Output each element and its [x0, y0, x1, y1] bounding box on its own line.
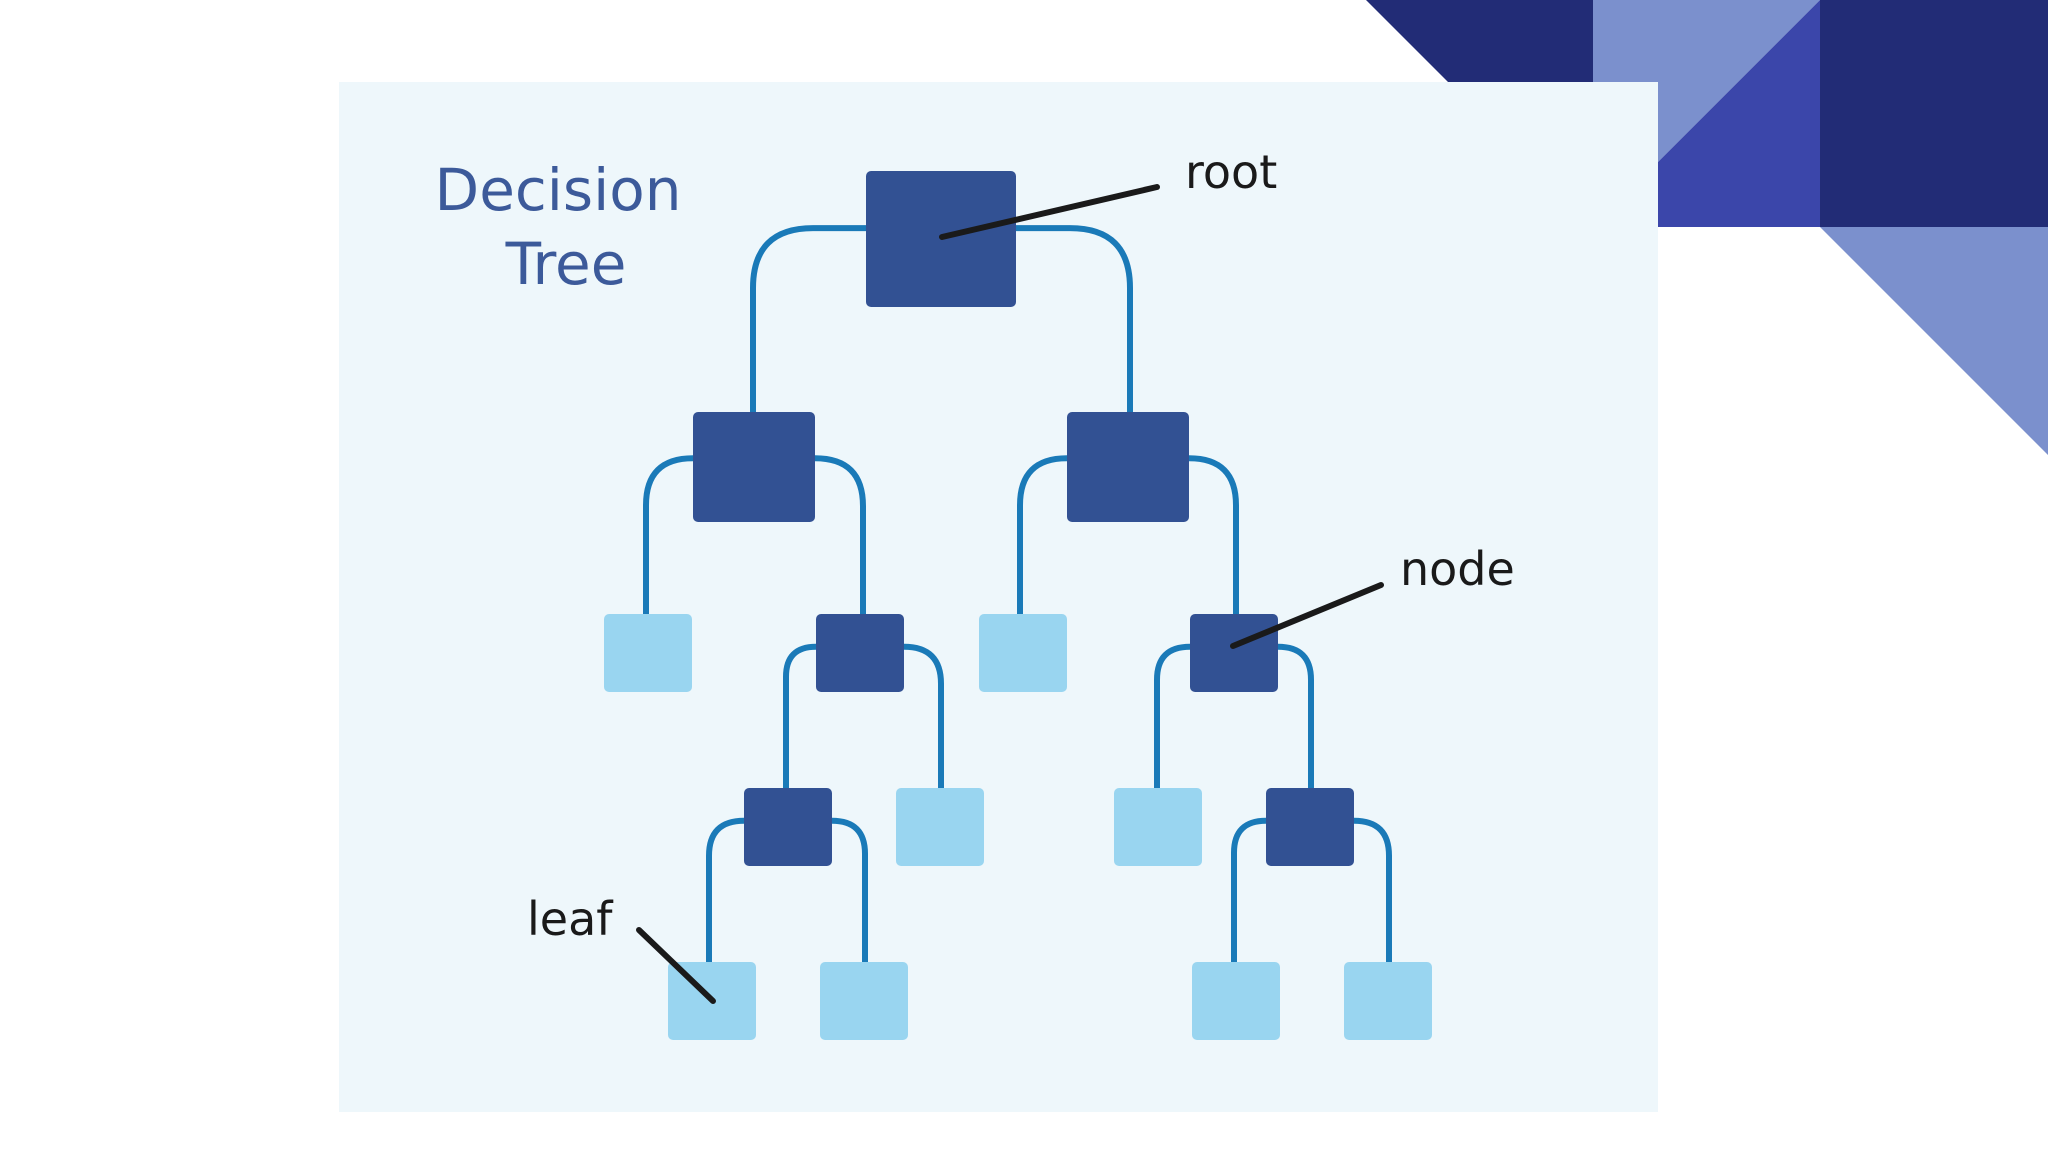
tree-edge	[1188, 455, 1239, 614]
label-pointers	[636, 184, 1384, 1004]
internal-node-n-rrr	[1266, 788, 1354, 866]
internal-node-n-llr	[744, 788, 832, 866]
internal-node-n-left	[693, 412, 815, 522]
tree-edge	[1154, 643, 1191, 788]
diagram-title-line2: Tree	[505, 230, 627, 298]
tree-edge	[706, 817, 745, 962]
node-pointer	[1230, 582, 1384, 649]
corner-shape	[1820, 227, 2048, 455]
leaf-node-leaf-7	[1192, 962, 1280, 1040]
leaf-node-leaf-6	[1114, 788, 1202, 866]
leaf-node-leaf-4	[896, 788, 984, 866]
root-label: root	[1185, 145, 1277, 199]
tree-edge	[1277, 643, 1314, 788]
tree-edge	[1016, 225, 1133, 412]
tree-edge	[1017, 455, 1068, 614]
tree-edge	[831, 817, 868, 962]
tree-edge	[814, 455, 866, 614]
tree-edge	[1231, 817, 1267, 962]
leaf-node-leaf-8	[1344, 962, 1432, 1040]
corner-shape	[1820, 0, 2048, 227]
leaf-label: leaf	[527, 892, 614, 946]
node-label: node	[1400, 542, 1515, 596]
leaf-pointer	[636, 927, 716, 1004]
tree-edge	[750, 225, 866, 412]
leaf-node-leaf-1	[604, 614, 692, 692]
tree-edge	[643, 455, 694, 614]
internal-node-n-right-right	[1190, 614, 1278, 692]
root-pointer	[939, 184, 1160, 240]
tree-edge	[1353, 817, 1392, 962]
internal-node-n-left-right	[816, 614, 904, 692]
diagram-title-line1: Decision	[435, 156, 682, 224]
tree-connectors	[643, 225, 1392, 962]
leaf-node-leaf-5	[820, 962, 908, 1040]
tree-edge	[783, 643, 817, 788]
leaf-node-leaf-2	[979, 614, 1067, 692]
tree-edge	[903, 643, 944, 788]
internal-node-n-right	[1067, 412, 1189, 522]
